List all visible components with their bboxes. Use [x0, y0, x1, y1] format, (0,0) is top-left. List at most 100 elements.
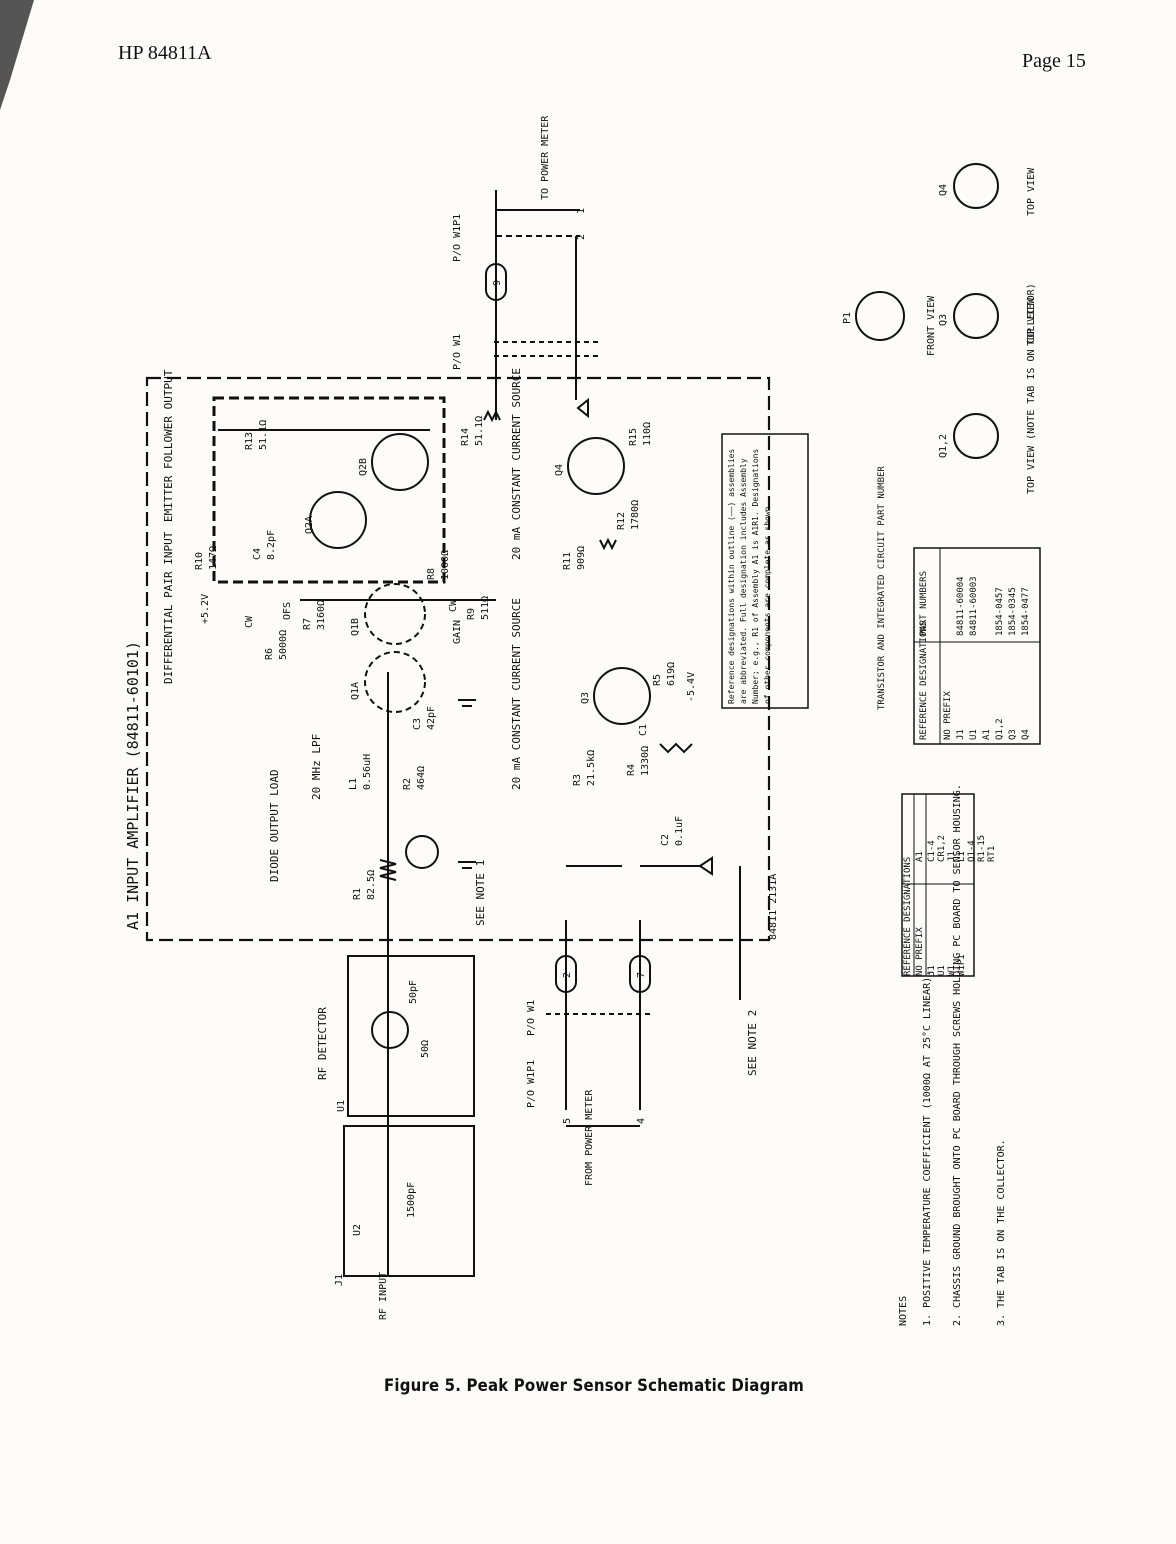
supply-pos: +5.2V [200, 594, 211, 624]
part-table-cell: 84811-60003 [969, 576, 979, 636]
comp-r5-val: 619Ω [666, 662, 677, 686]
part-table-cell: A1 [982, 729, 992, 740]
label-q2a: Q2A [304, 516, 315, 534]
ref-table-title: REFERENCE DESIGNATIONS [903, 857, 913, 976]
label-emitter-follower: EMITTER FOLLOWER OUTPUT [162, 369, 175, 522]
transistor-q2a [309, 491, 367, 549]
p1-pinout [855, 291, 905, 341]
detector-labels: RF DETECTOR U1 U2 50pF 50Ω 1500pF RF INP… [316, 980, 431, 1320]
label-cw-1: CW [244, 615, 255, 628]
ref-table-cell: J1 [927, 965, 937, 976]
comp-r14: R14 [460, 428, 471, 446]
part-table-cell: Q3 [1008, 729, 1018, 740]
u2-box [343, 1125, 475, 1277]
label-constant-source-2: 20 mA CONSTANT CURRENT SOURCE [510, 598, 523, 790]
comp-r3: R3 [572, 774, 583, 786]
notes-title: NOTES [898, 1296, 909, 1326]
label-q4: Q4 [554, 464, 565, 476]
transistor-q1a [364, 651, 426, 713]
part-table-header-1: PART NUMBERS [919, 571, 929, 636]
comp-r9: R9 [466, 608, 477, 620]
label-pin-2-top: 2 [576, 234, 587, 240]
transistor-q1b [364, 583, 426, 645]
supply-neg: -5.4V [686, 672, 697, 702]
label-front-view: FRONT VIEW [926, 295, 937, 356]
comp-l1: L1 [348, 778, 359, 790]
note-1: 1. POSITIVE TEMPERATURE COEFFICIENT (100… [922, 971, 933, 1326]
note-3: 3. THE TAB IS ON THE COLLECTOR. [996, 1139, 1007, 1326]
ref-table-cell: W1P1 [957, 954, 967, 976]
label-pin-4: 4 [636, 1118, 647, 1124]
comp-r5: R5 [652, 674, 663, 686]
part-table: TRANSISTOR AND INTEGRATED CIRCUIT PART N… [877, 466, 1041, 745]
ref-table-cell: C1-4 [927, 840, 937, 862]
ref-table-cell: W1 [947, 965, 957, 976]
comp-r2: R2 [402, 778, 413, 790]
label-see-note-1: SEE NOTE 1 [474, 860, 487, 926]
transistor-q4 [567, 437, 625, 495]
comp-r4: R4 [626, 764, 637, 776]
comp-r9-val: 511Ω [480, 596, 491, 620]
label-lpf: 20 MHz LPF [310, 734, 323, 800]
label-pin-1: 1 [576, 208, 587, 214]
label-q4-view: TOP VIEW [1026, 167, 1037, 216]
part-table-cell: 1854-0457 [995, 587, 1005, 636]
comp-r11-val: 909Ω [576, 546, 587, 570]
label-q3-pin: Q3 [938, 314, 949, 326]
part-table-header-0: REFERENCE DESIGNATIONS [919, 621, 929, 740]
comp-r7: R7 [302, 618, 313, 630]
label-gain: GAIN [452, 620, 463, 644]
comp-c1: C1 [638, 724, 649, 736]
label-u1: U1 [336, 1100, 347, 1112]
note-2: 2. CHASSIS GROUND BROUGHT ONTO PC BOARD … [952, 784, 963, 1326]
ref-table-cell: J1 [947, 851, 957, 862]
comp-r12: R12 [616, 512, 627, 530]
label-board: 84811 2131A [768, 874, 779, 940]
comp-c3: C3 [412, 718, 423, 730]
model-number: HP 84811A [118, 42, 212, 64]
label-see-note-2: SEE NOTE 2 [746, 1010, 759, 1076]
label-q3-view: TOP VIEW [1026, 297, 1037, 346]
part-table-cell: J1 [956, 729, 966, 740]
comp-r10: R10 [194, 552, 205, 570]
thermistor-rt1 [405, 835, 439, 869]
comp-r8-val: 1000Ω [440, 550, 451, 580]
pinout-labels: P1 FRONT VIEW Q1,2 TOP VIEW (NOTE TAB IS… [842, 167, 1037, 494]
label-po-w1p1-top: P/O W1P1 [452, 214, 463, 262]
comp-r11: R11 [562, 552, 573, 570]
q12-pinout [953, 413, 999, 459]
ref-table-cell: L1 [957, 851, 967, 862]
label-50pf: 50pF [408, 980, 419, 1004]
comp-c2: C2 [660, 834, 671, 846]
label-j1: J1 [334, 1274, 345, 1286]
component-labels: R1 82.5Ω R2 464Ω L1 0.56uH C3 42pF R3 21… [194, 416, 685, 900]
comp-l1-val: 0.56uH [362, 754, 373, 790]
label-diode-load: DIODE OUTPUT LOAD [268, 769, 281, 882]
comp-r2-val: 464Ω [416, 766, 427, 790]
label-po-w1-top: P/O W1 [452, 334, 463, 370]
part-table-cell: 84811-60004 [956, 576, 966, 636]
label-pin-7: 7 [636, 972, 647, 978]
comp-r15-val: 110Ω [642, 422, 653, 446]
ref-table-cell: Q1-4 [967, 840, 977, 862]
label-q4-pin: Q4 [938, 184, 949, 196]
label-1500pf: 1500pF [406, 1182, 417, 1218]
label-q12-view: TOP VIEW (NOTE TAB IS ON COLLECTOR) [1026, 283, 1037, 494]
detector-diode [371, 1011, 409, 1049]
part-table-cell: Q1,2 [995, 718, 1005, 740]
comp-c2-val: 0.1uF [674, 816, 685, 846]
q3-pinout [953, 293, 999, 339]
label-po-w1-bottom: P/O W1 [526, 1000, 537, 1036]
comp-r13: R13 [244, 432, 255, 450]
label-50ohm: 50Ω [420, 1040, 431, 1058]
comp-r6-val: 5000Ω [278, 630, 289, 660]
label-q3: Q3 [580, 692, 591, 704]
ref-table-cell: R1-15 [977, 835, 987, 862]
comp-r8: R8 [426, 568, 437, 580]
label-p1: P1 [842, 312, 853, 324]
label-u2: U2 [352, 1224, 363, 1236]
scan-edge-mark [0, 0, 34, 110]
outline-note-box: Reference designations within outline (—… [721, 433, 809, 709]
amplifier-outline [145, 376, 771, 942]
